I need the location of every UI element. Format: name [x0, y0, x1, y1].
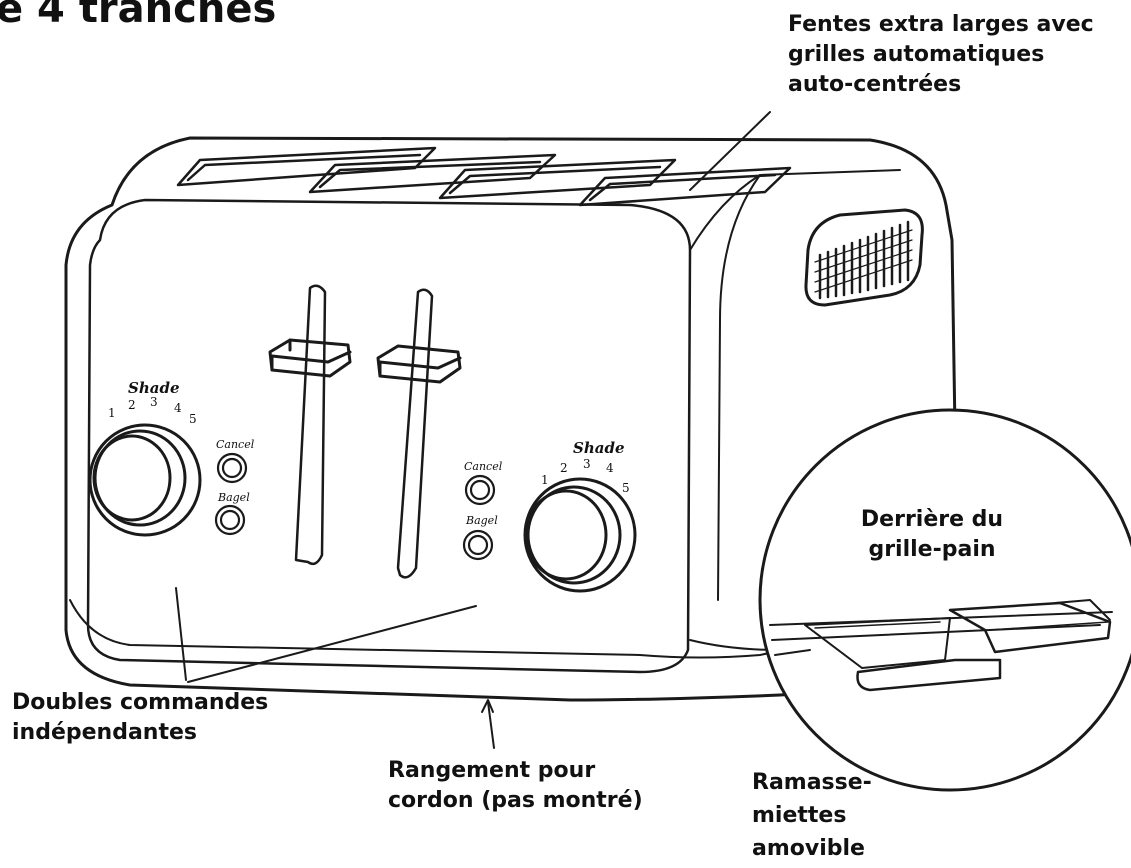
lever-left [268, 284, 352, 566]
leader-lines [175, 111, 771, 749]
toaster-front-face [86, 198, 692, 674]
left-buttons [214, 452, 248, 536]
left-cancel-label: Cancel [216, 438, 255, 451]
callout-crumb-line-2: miettes [752, 803, 847, 828]
left-shade-num-5: 5 [189, 412, 197, 426]
left-bagel-label: Bagel [217, 491, 250, 504]
callout-cord-line-1: Rangement pour [388, 758, 596, 783]
right-shade-num-5: 5 [622, 481, 630, 495]
right-shade-num-3: 3 [583, 457, 591, 471]
left-shade-num-1: 1 [108, 406, 116, 420]
callout-slots-line-1: Fentes extra larges avec [788, 12, 1094, 37]
callout-back-line-2: grille-pain [868, 537, 996, 562]
callout-slots-line-2: grilles automatiques [788, 42, 1045, 67]
left-shade-label: Shade [128, 379, 180, 397]
right-shade-num-4: 4 [606, 461, 614, 475]
left-shade-knob [88, 423, 202, 537]
callout-crumb-line-3: amovible [752, 836, 865, 861]
callout-cord-line-2: cordon (pas montré) [388, 788, 643, 813]
right-cancel-label: Cancel [464, 460, 503, 473]
right-buttons [462, 474, 496, 561]
callout-back-line-1: Derrière du [860, 507, 1004, 532]
callout-slots-line-3: auto-centrées [788, 72, 962, 97]
callout-controls-line-1: Doubles commandes [12, 690, 269, 715]
lever-right [376, 288, 462, 579]
toast-slots [176, 146, 792, 207]
callout-back: Derrière du grille-pain [852, 505, 1012, 565]
right-shade-label: Shade [573, 439, 625, 457]
right-shade-num-2: 2 [560, 461, 568, 475]
rear-view-inset [758, 408, 1131, 792]
callout-crumb: Ramasse- miettes amovible [752, 766, 872, 865]
left-shade-num-4: 4 [174, 401, 182, 415]
callout-slots: Fentes extra larges avec grilles automat… [788, 10, 1094, 100]
left-shade-num-2: 2 [128, 398, 136, 412]
right-shade-knob [523, 477, 637, 593]
right-bagel-label: Bagel [465, 514, 498, 527]
right-shade-num-1: 1 [541, 473, 549, 487]
side-vent [804, 208, 924, 307]
left-shade-num-3: 3 [150, 395, 158, 409]
callout-controls: Doubles commandes indépendantes [12, 688, 268, 748]
page-title: e 4 tranches [0, 0, 277, 32]
callout-controls-line-2: indépendantes [12, 720, 197, 745]
callout-cord: Rangement pour cordon (pas montré) [388, 756, 643, 816]
callout-crumb-line-1: Ramasse- [752, 770, 872, 795]
